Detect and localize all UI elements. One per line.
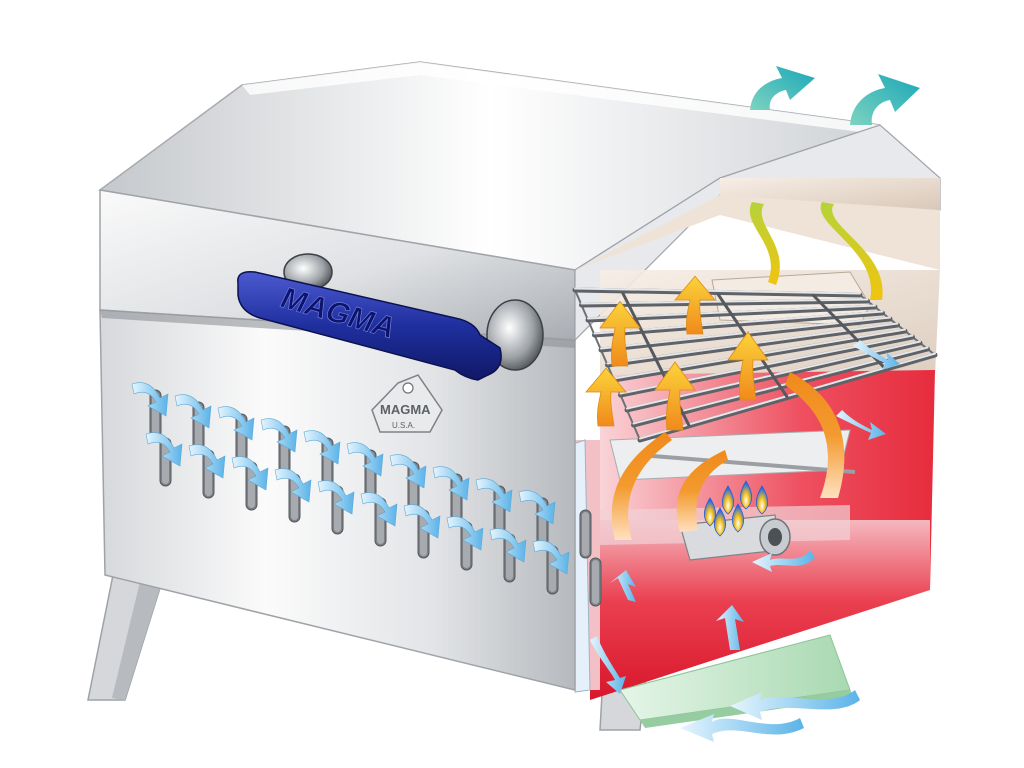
tag-brand-text: MAGMA	[380, 402, 431, 417]
up-arrow-icon	[654, 361, 696, 431]
curved-arrow-icon	[676, 450, 728, 532]
up-arrow-icon	[727, 331, 769, 401]
firebox-cutaway	[569, 195, 940, 728]
up-arrow-icon	[599, 300, 641, 367]
vent-slot	[288, 473, 301, 523]
brand-tag: MAGMA U.S.A.	[371, 374, 443, 433]
curved-arrow-icon	[145, 432, 183, 467]
curved-arrow-icon	[730, 690, 860, 720]
curved-arrow-icon	[317, 480, 355, 515]
curved-arrow-icon	[853, 340, 900, 370]
flame-icon	[721, 485, 735, 515]
vent-slot	[159, 437, 172, 487]
tag-sub-text: U.S.A.	[392, 421, 415, 430]
curved-arrow-icon	[432, 466, 470, 501]
vent-slot	[546, 545, 559, 595]
curved-arrow-icon	[446, 516, 484, 551]
curved-arrow-icon	[590, 636, 626, 694]
cool-air-arrows	[131, 382, 570, 575]
curved-arrow-icon	[131, 382, 169, 417]
curved-arrow-icon	[680, 714, 804, 742]
curved-arrow-icon	[174, 394, 212, 429]
vent-slot	[579, 509, 592, 559]
up-arrow-icon	[716, 605, 744, 650]
vent-slot	[331, 485, 344, 535]
curved-arrow-icon	[752, 550, 815, 572]
vent-slot	[503, 533, 516, 583]
vent-slot	[589, 557, 602, 607]
flame-icon	[731, 503, 745, 533]
curved-arrow-icon	[475, 478, 513, 513]
exhaust-arrow-icon	[850, 74, 920, 125]
curved-arrow-icon	[231, 456, 269, 491]
up-arrow-icon	[674, 275, 716, 335]
curved-arrow-icon	[611, 432, 672, 540]
flame-icon	[739, 480, 753, 510]
up-arrow-icon	[585, 367, 627, 427]
grate-rod	[572, 287, 863, 298]
curved-arrow-icon	[403, 504, 441, 539]
curved-arrow-icon	[303, 430, 341, 465]
exhaust-arrow-icon	[750, 66, 815, 110]
curved-arrow-icon	[532, 540, 570, 575]
heat-flow-arrows	[585, 275, 845, 540]
curved-arrow-icon	[820, 202, 883, 300]
curved-arrow-icon	[360, 492, 398, 527]
flame-icon	[713, 507, 727, 537]
curved-arrow-icon	[389, 454, 427, 489]
curved-arrow-icon	[260, 418, 298, 453]
air-intake-arrows	[590, 340, 900, 742]
vent-slot	[460, 521, 473, 571]
curved-arrow-icon	[274, 468, 312, 503]
vent-slot	[374, 497, 387, 547]
burner-flames	[703, 480, 769, 537]
curved-arrow-icon	[749, 202, 780, 285]
curved-arrow-icon	[836, 410, 886, 440]
vent-slot	[202, 449, 215, 499]
curved-arrow-icon	[217, 406, 255, 441]
fume-flow	[749, 202, 883, 300]
exhaust-arrows	[750, 66, 920, 125]
curved-arrow-icon	[489, 528, 527, 563]
up-arrow-icon	[610, 570, 636, 602]
burner	[679, 480, 791, 561]
curved-arrow-icon	[188, 444, 226, 479]
curved-arrow-icon	[785, 372, 845, 498]
curved-arrow-icon	[346, 442, 384, 477]
curved-arrow-icon	[518, 490, 556, 525]
grill-lid	[98, 61, 941, 342]
flame-icon	[755, 485, 769, 515]
